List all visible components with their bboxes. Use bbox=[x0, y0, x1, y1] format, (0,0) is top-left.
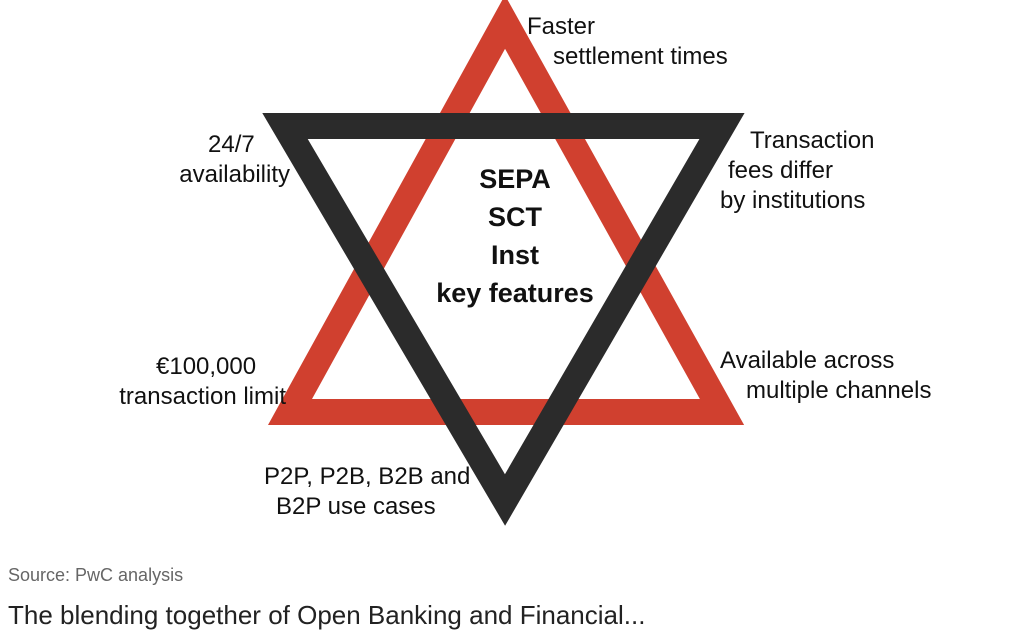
label-line: settlement times bbox=[553, 43, 728, 70]
label-line: transaction limit bbox=[119, 383, 286, 410]
dark-downward-triangle bbox=[262, 113, 745, 526]
label-line: 24/7 bbox=[208, 131, 255, 158]
label-line: €100,000 bbox=[156, 353, 257, 380]
label-line: Available across bbox=[720, 347, 895, 374]
feature-label-bottom: P2P, P2B, B2B and B2P use cases bbox=[264, 462, 470, 522]
feature-label-lower-left: €100,000 transaction limit bbox=[40, 352, 286, 412]
hexagram-diagram bbox=[262, 0, 745, 526]
source-caption: Source: PwC analysis bbox=[8, 565, 184, 585]
label-line: B2P use cases bbox=[276, 493, 436, 520]
feature-label-upper-left: 24/7 availability bbox=[140, 130, 290, 190]
feature-label-upper-right: Transaction fees differ by institutions bbox=[720, 126, 875, 216]
label-line: multiple channels bbox=[746, 377, 932, 404]
label-line: P2P, P2B, B2B and bbox=[264, 463, 471, 490]
title-line: key features bbox=[436, 278, 594, 308]
label-line: availability bbox=[179, 161, 290, 188]
diagram-center-title: SEPA SCT Inst key features bbox=[400, 160, 630, 312]
title-line: Inst bbox=[490, 240, 539, 270]
title-line: SCT bbox=[488, 202, 542, 232]
cut-off-text: The blending together of Open Banking an… bbox=[8, 600, 646, 630]
label-line: Faster bbox=[527, 13, 596, 40]
feature-label-top: Faster settlement times bbox=[527, 12, 728, 72]
label-line: by institutions bbox=[720, 187, 866, 214]
feature-label-lower-right: Available across multiple channels bbox=[720, 346, 931, 406]
title-line: SEPA bbox=[479, 164, 551, 194]
red-upward-triangle bbox=[267, 0, 745, 425]
label-line: fees differ bbox=[728, 157, 833, 184]
label-line: Transaction bbox=[750, 127, 875, 154]
